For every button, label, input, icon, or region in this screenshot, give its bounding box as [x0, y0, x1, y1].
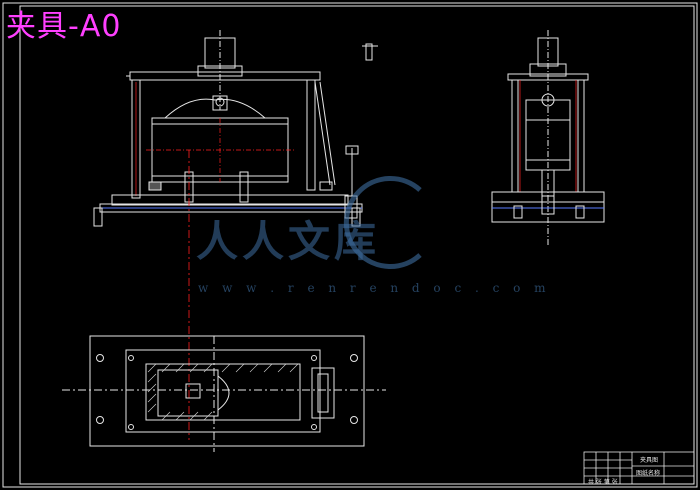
- watermark-url: w w w . r e n r e n d o c . c o m: [198, 281, 551, 295]
- plan-view-hatch: [147, 363, 299, 421]
- title-block-subtitle: 图纸名称: [636, 470, 661, 477]
- title-block-name: 夹具图: [640, 457, 659, 464]
- plan-view: [62, 335, 386, 452]
- title-block: [583, 451, 695, 485]
- title-block-sheet: 共 张 第 张: [588, 479, 618, 486]
- drawing-title: 夹具-A0: [6, 9, 122, 44]
- front-view: [93, 30, 378, 440]
- drawing-inner-frame: [19, 5, 695, 485]
- watermark-text: 人人文库: [196, 217, 381, 266]
- renrendoc-logo-icon: [343, 176, 422, 269]
- side-view: [491, 30, 605, 246]
